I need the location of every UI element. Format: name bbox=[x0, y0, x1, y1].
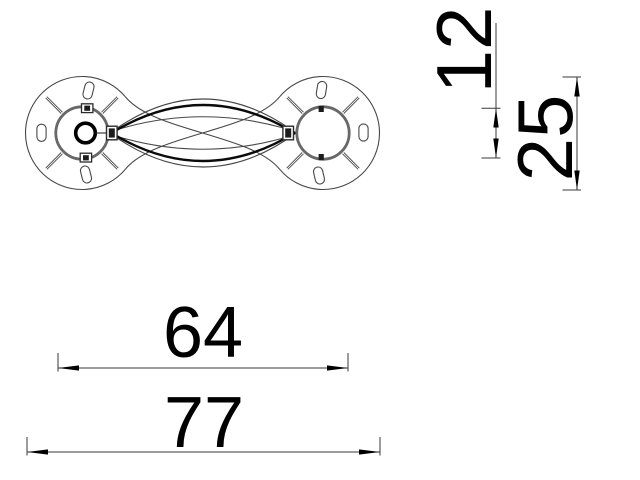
dim25-arrow-up bbox=[574, 77, 580, 97]
dim25-arrow-down bbox=[574, 170, 580, 190]
dim12-arrow-down bbox=[493, 138, 499, 158]
right-hub-bottom-tick bbox=[318, 154, 324, 161]
right-hub-circle bbox=[295, 105, 351, 161]
waist-curve-lower bbox=[124, 96, 281, 170]
handle-inner-contour-top bbox=[113, 116, 293, 132]
dim-label-77: 77 bbox=[163, 383, 245, 463]
dim77-arrow-right bbox=[359, 449, 380, 455]
dim64-arrow-right bbox=[327, 365, 348, 371]
right-connector-block bbox=[282, 125, 295, 141]
left-connector-block bbox=[105, 125, 118, 141]
dimension-arrows bbox=[27, 77, 580, 455]
handle-inner-contour-bottom bbox=[113, 134, 293, 150]
left-flange-outer-circle bbox=[25, 75, 126, 191]
dim-label-12: 12 bbox=[420, 6, 508, 94]
left-hub-top-tab bbox=[80, 103, 94, 114]
right-hub-top-tick bbox=[318, 105, 324, 112]
dim-label-64: 64 bbox=[162, 293, 244, 373]
right-flange-outer-circle bbox=[279, 75, 380, 191]
left-hub-bottom-tab bbox=[79, 152, 93, 163]
dim64-arrow-left bbox=[58, 365, 79, 371]
left-center-hole bbox=[73, 121, 98, 145]
dim12-arrow-up bbox=[493, 108, 499, 128]
dim-label-25: 25 bbox=[501, 94, 589, 182]
handle-edge-thick bbox=[110, 103, 297, 163]
dim77-arrow-left bbox=[27, 449, 48, 455]
